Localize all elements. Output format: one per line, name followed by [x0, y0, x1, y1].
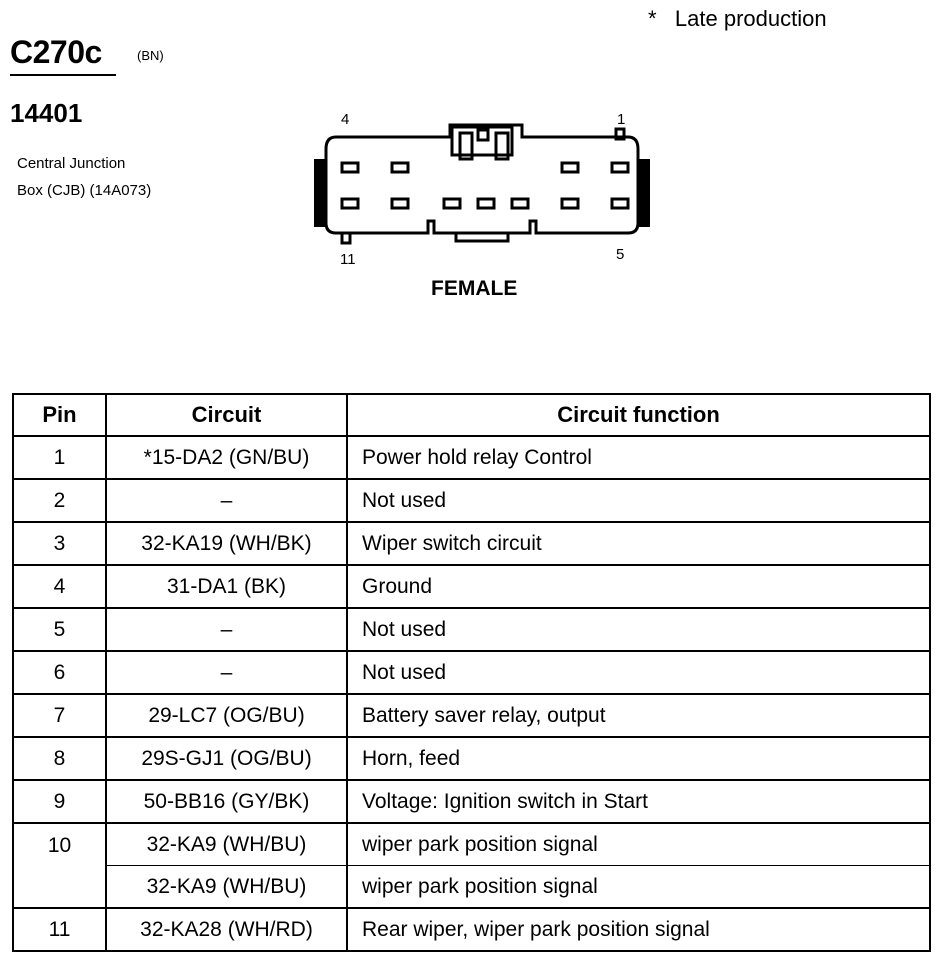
function-cell: Battery saver relay, output: [346, 693, 931, 738]
function-cell: wiper park position signal: [346, 865, 931, 909]
table-row: 4 31-DA1 (BK) Ground: [12, 564, 931, 609]
pin-label-top-right: 1: [617, 111, 625, 128]
table-row: 2 – Not used: [12, 478, 931, 523]
circuit-cell: 31-DA1 (BK): [105, 564, 348, 609]
function-cell: Not used: [346, 607, 931, 652]
connector-gender-label: FEMALE: [431, 277, 518, 300]
latch-tab: [476, 128, 490, 142]
table-row: 11 32-KA28 (WH/RD) Rear wiper, wiper par…: [12, 907, 931, 952]
table-row: 10 32-KA9 (WH/BU) wiper park position si…: [12, 822, 931, 909]
table-row: 3 32-KA19 (WH/BK) Wiper switch circuit: [12, 521, 931, 566]
pin-cavity: [442, 197, 462, 210]
pin-cavity: [390, 161, 410, 174]
table-row: 1 *15-DA2 (GN/BU) Power hold relay Contr…: [12, 435, 931, 480]
pin-cell: 11: [12, 907, 107, 952]
pin-label-top-left: 4: [341, 111, 349, 128]
latch-inner-right: [494, 131, 510, 161]
latch-inner-left: [458, 131, 474, 161]
pin-cell: 2: [12, 478, 107, 523]
pin-cell: 4: [12, 564, 107, 609]
pin-cavity: [390, 197, 410, 210]
function-cell: Rear wiper, wiper park position signal: [346, 907, 931, 952]
pin-label-bottom-right: 5: [616, 246, 624, 263]
table-header-row: Pin Circuit Circuit function: [12, 393, 931, 437]
table-row: 32-KA9 (WH/BU) wiper park position signa…: [13, 865, 931, 909]
function-cell: Voltage: Ignition switch in Start: [346, 779, 931, 824]
pin1-key: [614, 127, 626, 141]
pin-label-bottom-left: 11: [340, 251, 356, 268]
header-pin: Pin: [12, 393, 107, 437]
pin-cavity: [610, 161, 630, 174]
function-cell: wiper park position signal: [346, 822, 931, 866]
late-production-note: * Late production: [648, 6, 827, 31]
table-row: 6 – Not used: [12, 650, 931, 695]
bottom-key: [454, 231, 510, 243]
side-rib-right: [638, 159, 650, 227]
pin-cell: 7: [12, 693, 107, 738]
circuit-cell: 32-KA9 (WH/BU): [105, 822, 348, 866]
component-description-line1: Central Junction: [17, 155, 126, 172]
function-cell: Not used: [346, 478, 931, 523]
connector-body-outline: [324, 123, 640, 235]
pin-cell: 10: [12, 822, 107, 909]
pin-cell: 3: [12, 521, 107, 566]
pin-cell: 9: [12, 779, 107, 824]
pin-cavity: [560, 197, 580, 210]
circuit-cell: 50-BB16 (GY/BK): [105, 779, 348, 824]
connector-color-code: (BN): [137, 48, 164, 63]
table-row: 7 29-LC7 (OG/BU) Battery saver relay, ou…: [12, 693, 931, 738]
circuit-cell: –: [105, 607, 348, 652]
pinout-table: Pin Circuit Circuit function 1 *15-DA2 (…: [12, 393, 931, 952]
function-cell: Horn, feed: [346, 736, 931, 781]
pin-cell: 1: [12, 435, 107, 480]
circuit-cell: 32-KA19 (WH/BK): [105, 521, 348, 566]
connector-face-diagram: 4 1 11 5: [314, 111, 650, 268]
circuit-cell: 32-KA28 (WH/RD): [105, 907, 348, 952]
function-cell: Power hold relay Control: [346, 435, 931, 480]
connector-id-title: C270c: [10, 34, 102, 70]
component-description-line2: Box (CJB) (14A073): [17, 182, 152, 199]
header-circuit: Circuit: [105, 393, 348, 437]
circuit-cell: 32-KA9 (WH/BU): [105, 865, 348, 909]
function-cell: Ground: [346, 564, 931, 609]
side-rib-left: [314, 159, 326, 227]
pin-cell: 5: [12, 607, 107, 652]
pin-cavity: [560, 161, 580, 174]
table-row: 9 50-BB16 (GY/BK) Voltage: Ignition swit…: [12, 779, 931, 824]
circuit-cell: –: [105, 478, 348, 523]
table-row: 8 29S-GJ1 (OG/BU) Horn, feed: [12, 736, 931, 781]
pin11-key: [340, 231, 352, 245]
pin-cavity: [340, 197, 360, 210]
pin-cell: 8: [12, 736, 107, 781]
pin-cavity: [510, 197, 530, 210]
pin-cavity: [340, 161, 360, 174]
header-circuit-function: Circuit function: [346, 393, 931, 437]
circuit-cell: *15-DA2 (GN/BU): [105, 435, 348, 480]
pin-cavity: [610, 197, 630, 210]
circuit-cell: –: [105, 650, 348, 695]
function-cell: Not used: [346, 650, 931, 695]
circuit-cell: 29S-GJ1 (OG/BU): [105, 736, 348, 781]
circuit-cell: 29-LC7 (OG/BU): [105, 693, 348, 738]
function-cell: Wiper switch circuit: [346, 521, 931, 566]
pin-cavity: [476, 197, 496, 210]
title-underline: [10, 74, 116, 76]
latch-outer: [450, 125, 514, 157]
part-number: 14401: [10, 98, 83, 128]
pin-cell: 6: [12, 650, 107, 695]
table-row: 5 – Not used: [12, 607, 931, 652]
